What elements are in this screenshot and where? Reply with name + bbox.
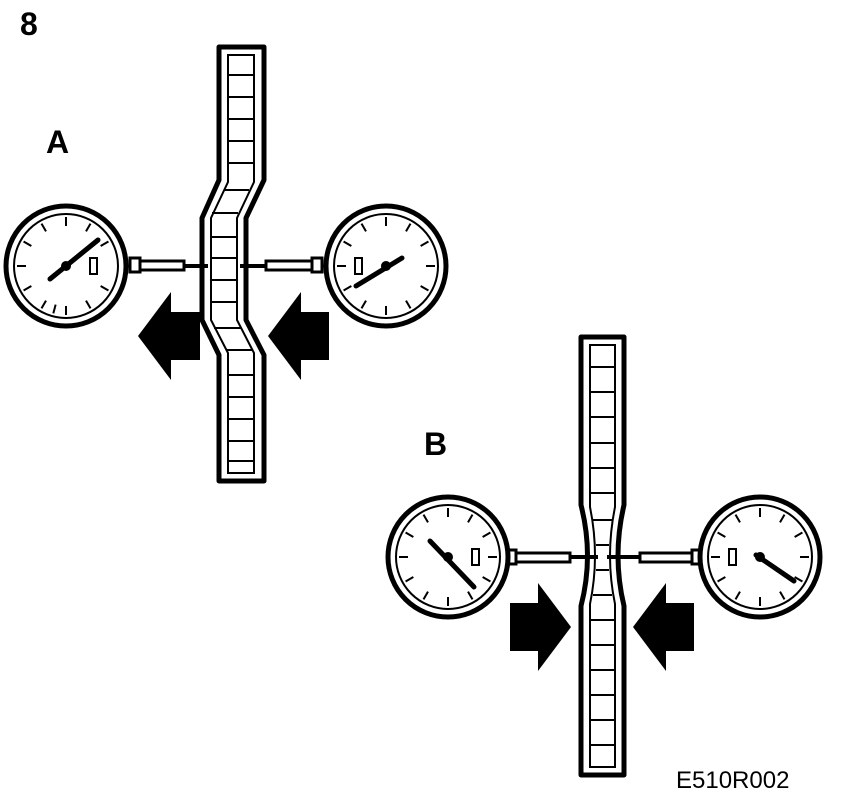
figure-number: 8 [20, 6, 38, 42]
belt-a [199, 44, 267, 484]
gauge-b-left [385, 494, 511, 620]
tube-b-right [607, 548, 704, 566]
belt-b [578, 334, 627, 778]
arrow-b-left [510, 583, 571, 671]
arrow-a-left [138, 292, 200, 380]
panel-label-a: A [46, 124, 70, 160]
tube-a-left [128, 256, 208, 274]
tube-a-right [240, 256, 324, 274]
panel-b [385, 334, 823, 778]
panel-label-b: B [424, 426, 448, 462]
gauge-a-right [323, 203, 449, 329]
gauge-b-right [697, 494, 823, 620]
panel-a [3, 44, 449, 484]
arrow-a-right [268, 292, 329, 380]
arrow-b-right [633, 583, 694, 671]
figure-code: E510R002 [676, 767, 790, 794]
gauge-a-left [3, 203, 129, 329]
tube-b-left [504, 548, 598, 566]
